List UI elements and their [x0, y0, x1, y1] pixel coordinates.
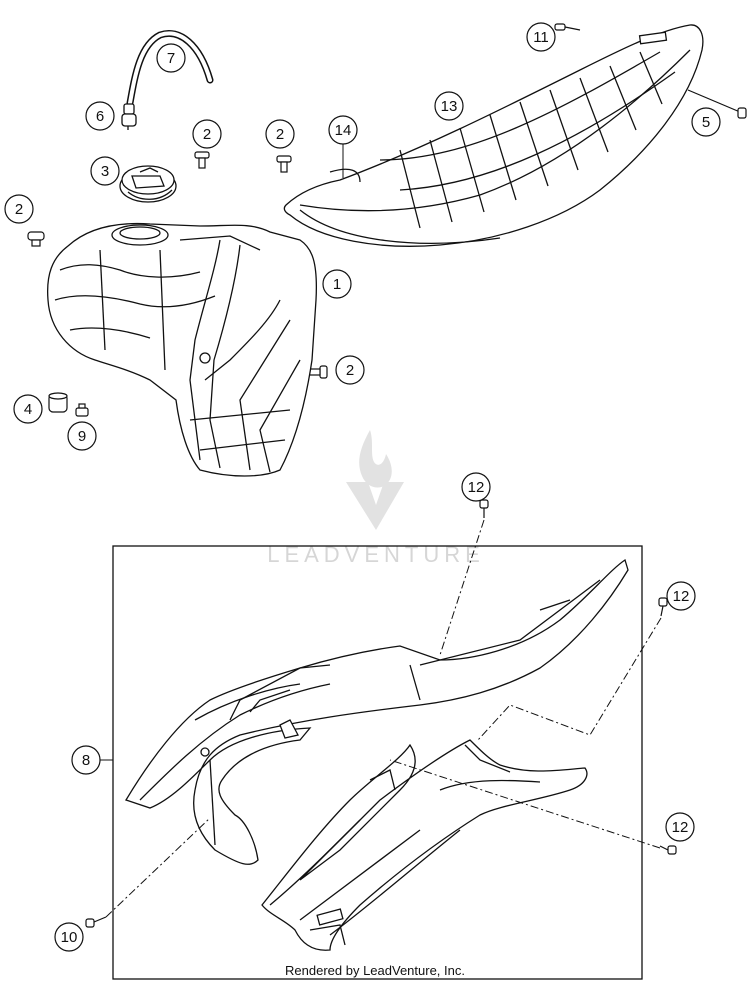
screw-2d — [307, 365, 328, 379]
callout-12b: 12 — [666, 581, 696, 611]
screw-2b — [276, 155, 292, 173]
svg-text:2: 2 — [346, 362, 354, 379]
callout-10: 10 — [54, 922, 84, 952]
svg-text:8: 8 — [82, 752, 90, 769]
svg-text:9: 9 — [78, 428, 86, 445]
callout-2b: 2 — [265, 119, 295, 149]
svg-text:1: 1 — [333, 276, 341, 293]
svg-text:3: 3 — [101, 163, 109, 180]
screw-10 — [85, 916, 107, 928]
svg-text:12: 12 — [673, 588, 690, 605]
callout-13: 13 — [434, 91, 464, 121]
callout-14: 14 — [328, 115, 358, 145]
svg-text:13: 13 — [441, 98, 458, 115]
callout-9: 9 — [67, 421, 97, 451]
svg-text:10: 10 — [61, 929, 78, 946]
callout-4: 4 — [13, 394, 43, 424]
svg-text:7: 7 — [167, 50, 175, 67]
radiator-spoiler-left — [125, 558, 629, 865]
rubber-bushing — [48, 392, 68, 413]
svg-text:11: 11 — [533, 29, 549, 46]
callout-12a: 12 — [461, 472, 491, 502]
callout-5: 5 — [691, 107, 721, 137]
callout-7: 7 — [156, 43, 186, 73]
seat — [283, 24, 704, 247]
callout-8: 8 — [71, 745, 101, 775]
footer-credit: Rendered by LeadVenture, Inc. — [285, 963, 465, 978]
spoiler-assembly-box — [112, 545, 643, 980]
svg-text:6: 6 — [96, 108, 104, 125]
fuel-tank — [46, 222, 318, 477]
svg-text:12: 12 — [672, 819, 689, 836]
screw-12b — [658, 597, 668, 617]
svg-text:5: 5 — [702, 114, 710, 131]
svg-text:12: 12 — [468, 479, 485, 496]
svg-text:2: 2 — [203, 126, 211, 143]
screw-12c — [659, 845, 677, 855]
screw-2a — [194, 151, 210, 169]
fuel-valve — [121, 103, 137, 130]
watermark-logo-icon — [346, 430, 404, 530]
screw-12a — [479, 499, 489, 518]
svg-text:2: 2 — [276, 126, 284, 143]
seat-screw-5 — [687, 89, 747, 119]
callout-2c: 2 — [4, 194, 34, 224]
callout-3: 3 — [90, 156, 120, 186]
callout-2a: 2 — [192, 119, 222, 149]
solid-leaders — [100, 144, 344, 761]
fuel-cap — [119, 165, 177, 203]
svg-text:4: 4 — [24, 401, 32, 418]
callout-6: 6 — [85, 101, 115, 131]
leader-lines — [105, 519, 662, 918]
side-cover-right — [261, 739, 588, 951]
callout-1: 1 — [322, 269, 352, 299]
callout-11: 11 — [526, 22, 556, 52]
svg-text:14: 14 — [335, 122, 352, 139]
callout-2d: 2 — [335, 355, 365, 385]
seat-screw-11 — [554, 23, 581, 31]
callout-12c: 12 — [665, 812, 695, 842]
screw-2c — [27, 231, 45, 247]
svg-text:2: 2 — [15, 201, 23, 218]
nut — [75, 403, 89, 417]
